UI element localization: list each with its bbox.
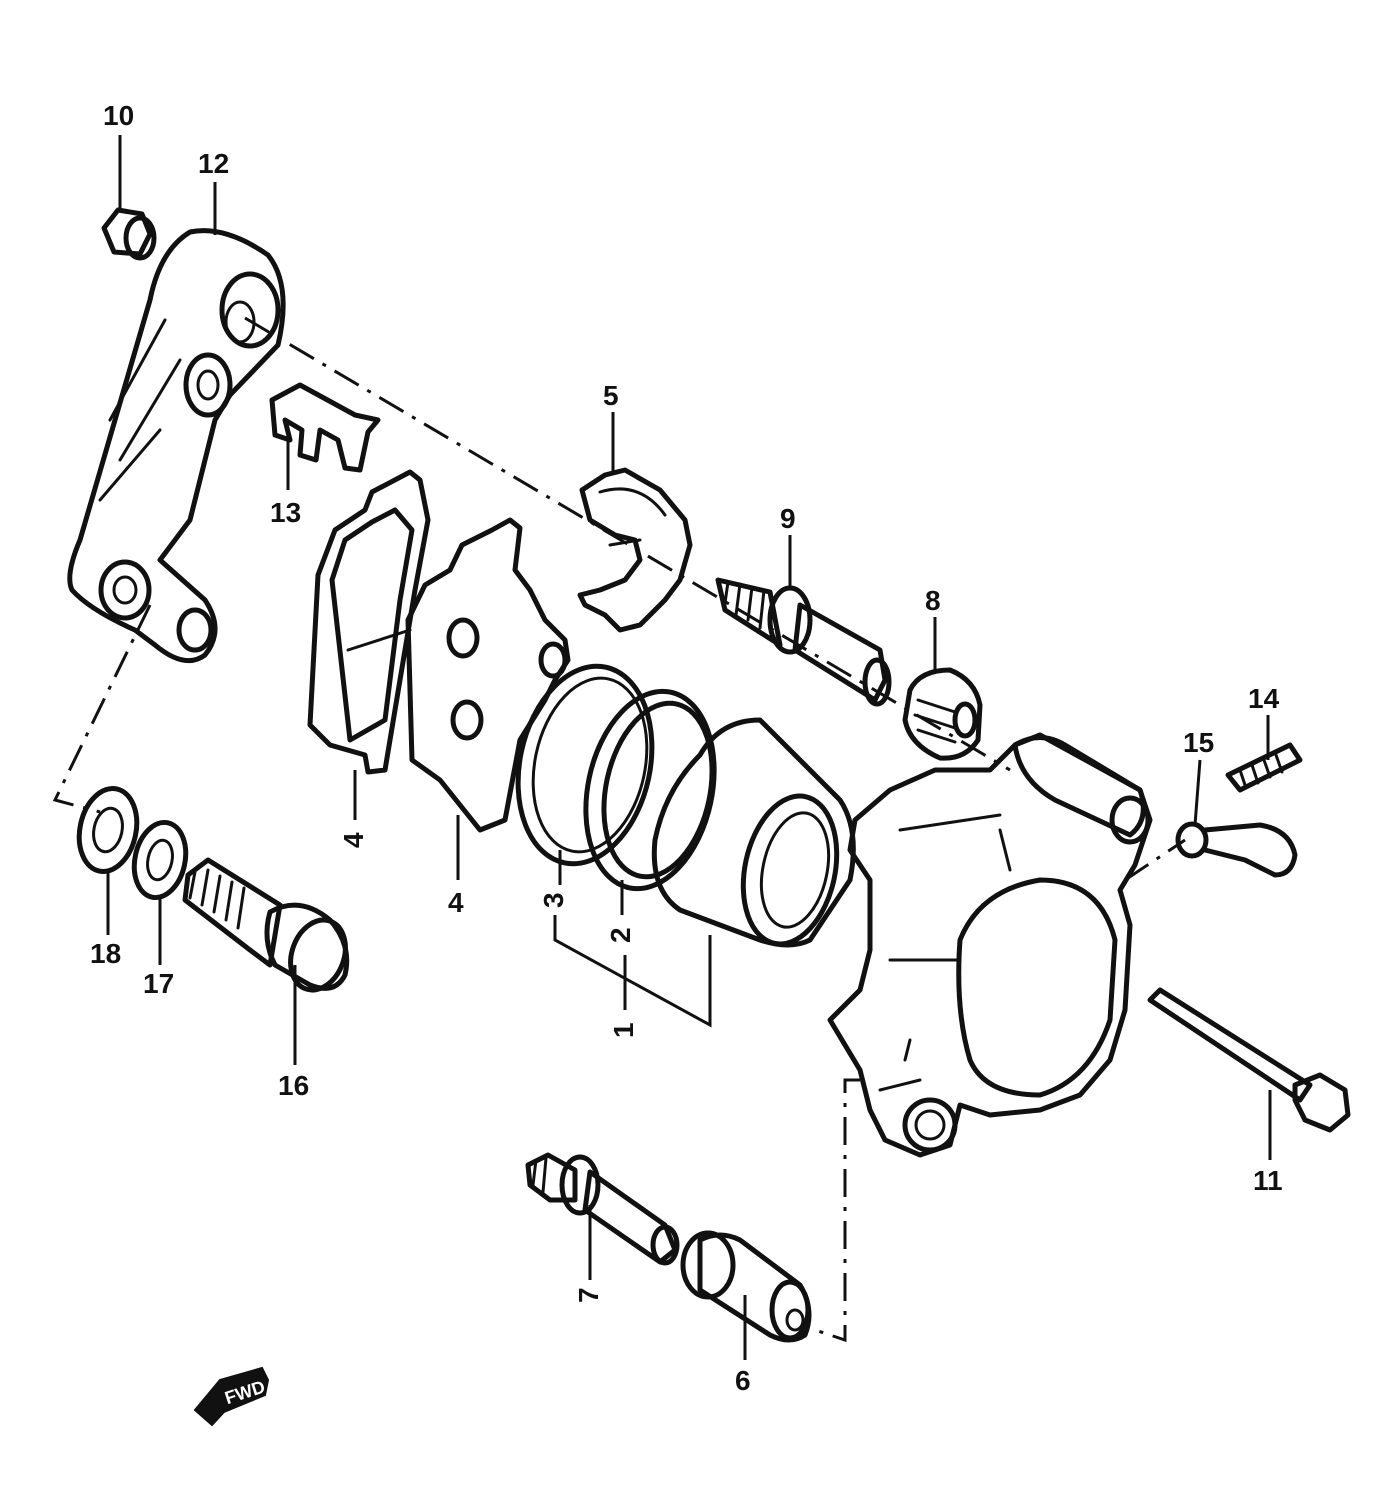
label-part-16: 16 — [278, 1070, 309, 1101]
label-part-13: 13 — [270, 497, 301, 528]
part-5-pad-retainer — [577, 467, 693, 633]
part-14-bleeder-screw — [1225, 742, 1303, 793]
part-11-bolt — [1147, 987, 1351, 1133]
part-16-mounting-bolt — [182, 857, 350, 993]
centerline-bracket-to-washer — [52, 604, 152, 814]
leader-15 — [1193, 759, 1202, 826]
label-part-4a: 4 — [338, 832, 369, 848]
part-4-brake-pad-rear — [307, 469, 431, 775]
part-9-slide-pin — [715, 577, 892, 707]
label-part-11: 11 — [1253, 1165, 1283, 1196]
part-15-bleeder-cap — [1175, 821, 1298, 878]
part-10-nut — [101, 207, 157, 261]
part-18-washer — [76, 786, 140, 874]
part-6-sleeve — [680, 1230, 812, 1343]
label-part-2: 2 — [605, 927, 636, 943]
label-part-1: 1 — [608, 1022, 639, 1038]
caliper-body — [827, 732, 1153, 1158]
label-part-3: 3 — [538, 892, 569, 908]
part-4-brake-pad-front — [405, 517, 571, 833]
part-17-washer — [131, 819, 189, 901]
label-part-5: 5 — [603, 380, 619, 411]
part-13-pad-spring — [269, 382, 381, 473]
label-part-12: 12 — [198, 148, 229, 179]
label-part-9: 9 — [780, 503, 796, 534]
label-part-8: 8 — [925, 585, 941, 616]
centerline-bleeder — [1124, 838, 1186, 882]
label-part-10: 10 — [103, 100, 134, 131]
label-part-18: 18 — [90, 938, 121, 969]
part-7-slide-pin — [525, 1152, 680, 1266]
centerline-caliper-to-pin — [814, 1078, 860, 1343]
part-1-piston — [651, 717, 856, 948]
part-12-caliper-bracket — [67, 228, 286, 664]
part-2-piston-seal — [583, 688, 717, 892]
label-part-14: 14 — [1248, 683, 1280, 714]
fwd-arrow: FWD — [193, 1366, 270, 1427]
label-part-7: 7 — [573, 1287, 604, 1303]
label-part-4b: 4 — [448, 887, 464, 918]
leader-1-bracket — [553, 915, 712, 1028]
centerline-bracket-to-caliper — [244, 316, 1011, 772]
label-part-15: 15 — [1183, 727, 1214, 758]
label-part-17: 17 — [143, 968, 174, 999]
part-8-boot — [902, 667, 983, 761]
label-part-6: 6 — [735, 1365, 751, 1396]
part-3-dust-seal — [515, 663, 655, 867]
